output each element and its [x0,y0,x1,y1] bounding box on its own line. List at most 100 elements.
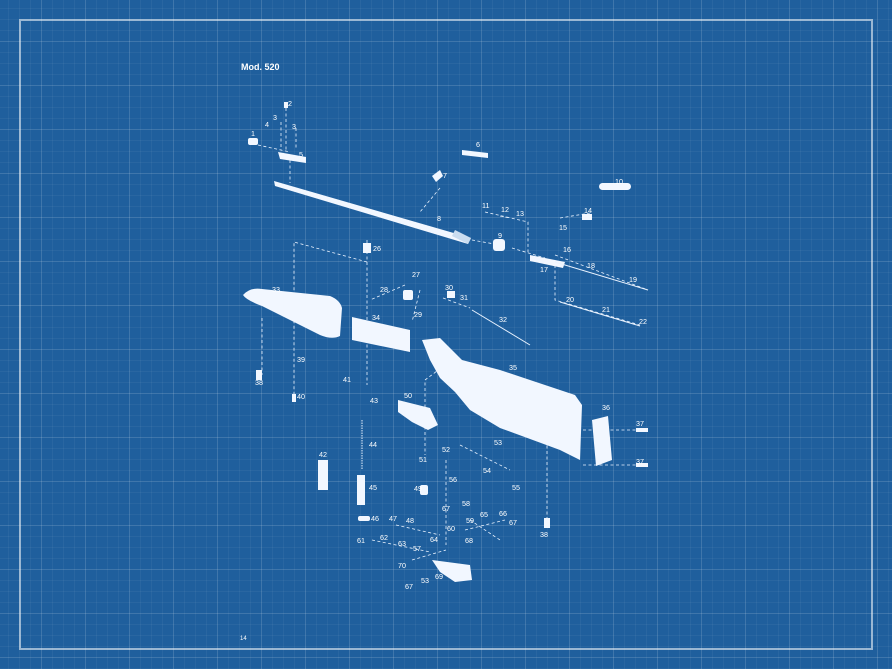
label-4: 4 [265,120,269,129]
part-33-forearm [243,288,342,338]
label-59: 59 [466,516,474,525]
label-49: 49 [414,484,422,493]
part-10-tube-cap [599,183,631,190]
leader-lines [257,108,649,561]
label-50: 50 [404,391,412,400]
label-18: 18 [587,261,595,270]
label-54: 54 [483,466,491,475]
label-63: 63 [398,539,406,548]
page-number: 14 [240,636,247,642]
label-26: 26 [373,244,381,253]
label-1: 1 [251,129,255,138]
label-13: 13 [516,209,524,218]
label-38b: 38 [540,530,548,539]
label-45: 45 [369,483,377,492]
part-1-pin [248,138,258,145]
label-60: 60 [447,524,455,533]
label-43: 43 [370,396,378,405]
label-55: 55 [512,483,520,492]
part-28-bolt [403,290,413,300]
part-37-screw-b [636,463,648,467]
label-47: 47 [389,514,397,523]
label-67a: 67 [509,518,517,527]
label-9: 9 [498,231,502,240]
part-2-sight [284,102,288,108]
label-53a: 53 [494,438,502,447]
label-56: 56 [449,475,457,484]
label-41: 41 [343,375,351,384]
part-shapes [243,102,649,582]
label-20: 20 [566,295,574,304]
label-34: 34 [372,313,380,322]
label-28: 28 [380,285,388,294]
label-7: 7 [443,171,447,180]
part-42-plate [318,460,328,490]
label-67b: 67 [442,504,450,513]
label-21: 21 [602,305,610,314]
label-36: 36 [602,403,610,412]
part-8-barrel [274,181,471,244]
part-34-receiver [352,317,410,352]
part-50-trigger-guard [398,400,438,430]
label-37b: 37 [636,457,644,466]
part-35-stock [422,338,582,460]
label-29: 29 [414,310,422,319]
label-35: 35 [509,363,517,372]
part-32-rod [471,309,531,346]
label-70: 70 [398,561,406,570]
label-44: 44 [369,440,377,449]
label-40: 40 [297,392,305,401]
part-19-rod [554,261,649,291]
part-49-pin [420,485,428,495]
label-30: 30 [445,283,453,292]
label-2: 2 [288,99,292,108]
label-33: 33 [272,285,280,294]
part-38b-screw [256,370,262,380]
label-68: 68 [465,536,473,545]
part-36-buttplate [592,416,612,466]
label-3b: 3 [292,122,296,131]
label-12: 12 [501,205,509,214]
label-51: 51 [419,455,427,464]
label-61: 61 [357,536,365,545]
label-58: 58 [462,499,470,508]
label-64: 64 [430,535,438,544]
part-7-clip [432,170,443,182]
part-14-cap [582,214,592,220]
part-40-screw [292,394,296,402]
label-62: 62 [380,533,388,542]
sheet-border [19,19,873,650]
label-14: 14 [584,206,592,215]
part-6-rail [462,150,488,158]
part-46-pin [358,516,370,521]
part-30-pin [447,291,455,298]
label-15: 15 [559,223,567,232]
part-22-rod [559,301,641,327]
label-3: 3 [273,113,277,122]
part-17-tube [530,255,565,268]
label-8: 8 [437,214,441,223]
label-5: 5 [299,150,303,159]
part-38-screw [544,518,550,528]
label-53b: 53 [421,576,429,585]
label-17: 17 [540,265,548,274]
label-42: 42 [319,450,327,459]
label-46: 46 [371,514,379,523]
label-19: 19 [629,275,637,284]
part-labels: 1 2 3 3 4 5 6 7 8 9 10 11 12 13 14 15 16… [251,99,647,591]
label-11: 11 [482,201,489,210]
label-16: 16 [563,245,571,254]
label-6: 6 [476,140,480,149]
label-22: 22 [639,317,647,326]
label-31: 31 [460,293,468,302]
label-57: 57 [413,544,421,553]
label-38a: 38 [255,378,263,387]
label-66: 66 [499,509,507,518]
label-65: 65 [480,510,488,519]
label-39: 39 [297,355,305,364]
part-45-block [357,475,365,505]
part-69-trigger-plate [432,560,472,582]
part-8-barrel-shade [452,230,471,244]
